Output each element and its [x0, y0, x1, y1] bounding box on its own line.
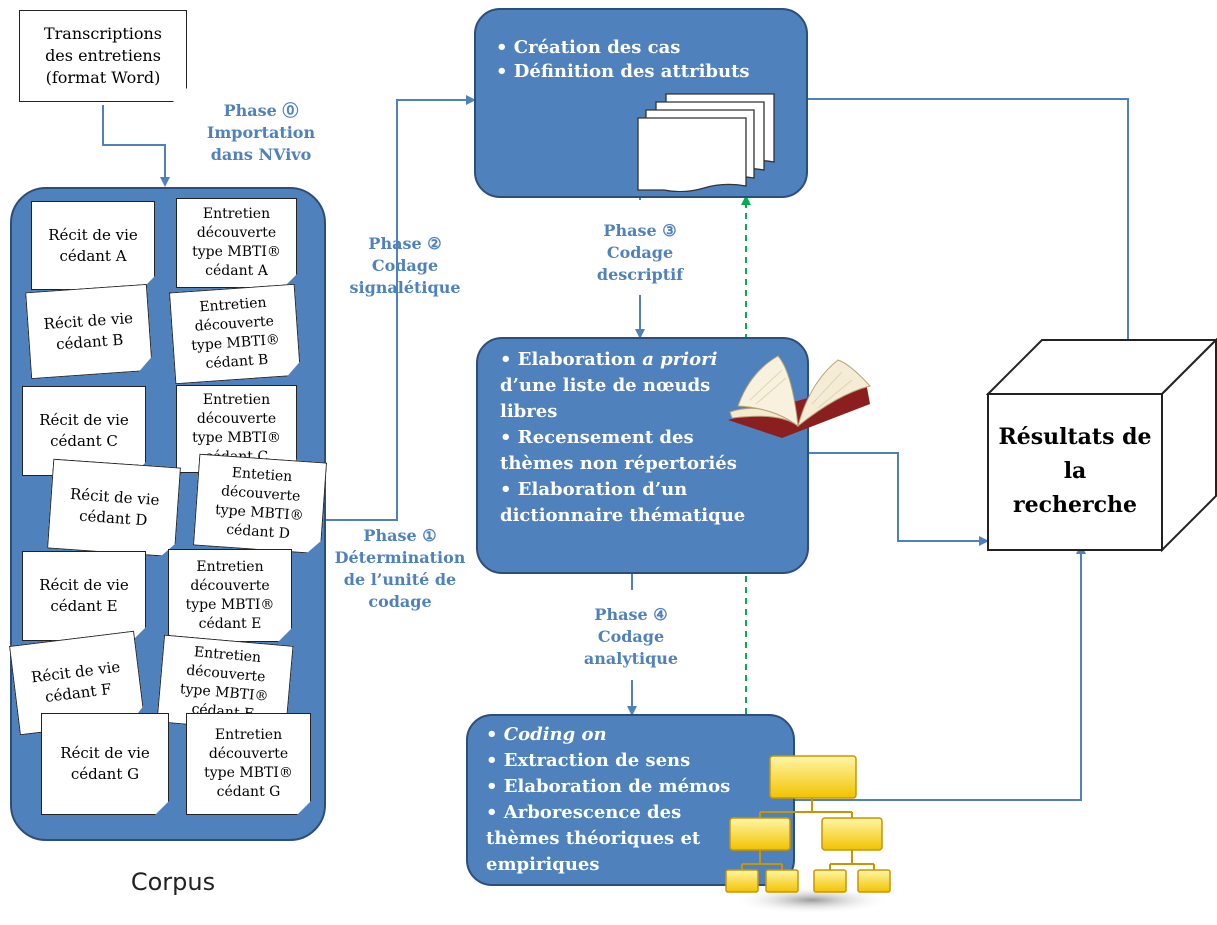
box-line: • Elaboration de mémos [486, 776, 731, 797]
card-line: Récit de vie [60, 744, 150, 762]
card-line: Récit de vie [39, 576, 129, 594]
phase-1-label: Phase ① Détermination de l’unité de coda… [330, 525, 470, 613]
phase-title: Phase ③ [603, 221, 677, 240]
box-line: • Recensement des [500, 427, 694, 448]
results-line: recherche [1013, 492, 1137, 518]
card-line: découverte [208, 746, 289, 762]
card-line: cédant G [216, 784, 281, 800]
box-line: • Création des cas [496, 37, 681, 58]
phase-line: Codage [597, 627, 665, 646]
card-line: cédant A [205, 263, 268, 279]
phase-line: Codage [371, 256, 439, 275]
card-line: Récit de vie [39, 411, 129, 429]
card-line: Entretien [202, 206, 271, 222]
results-label: Résultats de la recherche [990, 420, 1160, 522]
arrow-corpus-to-cases [325, 95, 476, 521]
phase-title: Phase ② [368, 234, 442, 253]
box-line: libres [500, 401, 558, 422]
phase-0-label: Phase ⓪ Importation dans NVivo [196, 100, 326, 166]
card-line: Entretien [214, 727, 283, 743]
phase-4-label: Phase ④ Codage analytique [566, 604, 696, 670]
card-line: découverte [196, 411, 277, 427]
box-line: empiriques [486, 854, 600, 875]
corpus-label: Corpus [130, 868, 216, 896]
phase-title: Phase ① [363, 526, 437, 545]
phase-title: Phase ④ [594, 605, 668, 624]
transcriptions-document: Transcriptions des entretiens (format Wo… [19, 10, 187, 102]
box-line: • Définition des attributs [496, 61, 750, 82]
recit-card-g: Récit de vie cédant G [41, 713, 169, 815]
card-line: type MBTI® [192, 430, 281, 446]
transcriptions-line: Transcriptions [43, 24, 163, 43]
card-line: cédant E [50, 597, 118, 615]
card-line: découverte [196, 225, 277, 241]
phase-title: Phase ⓪ [223, 101, 299, 120]
box-line-italic: a priori [642, 349, 718, 370]
arrow-import [102, 105, 170, 187]
phase-line: dans NVivo [210, 145, 312, 164]
phase-line: codage [368, 592, 432, 611]
phase-line: descriptif [596, 265, 684, 284]
box-line: • Extraction de sens [486, 750, 691, 771]
card-line: Entretien [202, 392, 271, 408]
card-line: Entretien [196, 558, 264, 575]
results-line: Résultats de [998, 424, 1152, 450]
phase-line: de l’unité de [343, 570, 457, 589]
phase-3-label: Phase ③ Codage descriptif [580, 220, 700, 286]
phase-line: signalétique [349, 278, 461, 297]
transcriptions-line: (format Word) [45, 68, 161, 87]
box-line: • Arborescence des [486, 802, 682, 823]
phase-line: Détermination [334, 548, 466, 567]
pages-stack-icon [637, 93, 775, 192]
box-line-part: • [486, 724, 504, 745]
box-line: • Elaboration a priori [500, 347, 807, 373]
card-line: type MBTI® [185, 596, 275, 613]
results-cube [986, 338, 1217, 553]
recit-card-e: Récit de vie cédant E [22, 551, 146, 641]
card-line: cédant A [59, 246, 127, 265]
box-line: • Elaboration d’un [500, 479, 688, 500]
phase-line: Importation [206, 123, 316, 142]
phase-line: analytique [583, 649, 679, 668]
card-line: découverte [190, 577, 270, 594]
arrow-cases-to-results [808, 98, 1133, 350]
card-line: cédant C [50, 432, 118, 450]
folder-tree-icon [725, 755, 892, 914]
arrow-analytique-to-results [795, 544, 1086, 801]
entretien-card-e: Entretien découverte type MBTI® cédant E [168, 549, 292, 642]
card-line: type MBTI® [204, 765, 293, 781]
card-line: cédant E [198, 615, 262, 632]
card-line: Récit de vie [48, 225, 138, 244]
box-line: thèmes non répertoriés [500, 453, 737, 474]
card-line: type MBTI® [192, 244, 281, 260]
entretien-card-a: Entretien découverte type MBTI® cédant A [176, 198, 297, 288]
arrow-descriptif-to-results [808, 452, 989, 546]
analytic-coding-box: • Coding on • Extraction de sens • Elabo… [466, 714, 795, 886]
phase-line: Codage [606, 243, 674, 262]
entretien-card-g: Entretien découverte type MBTI® cédant G [186, 713, 311, 815]
descriptive-coding-box: • Elaboration a priori d’une liste de nœ… [476, 337, 809, 574]
box-line: • Coding on [486, 722, 793, 748]
results-line: la [1063, 458, 1087, 484]
book-icon [728, 355, 871, 438]
box-line: d’une liste de nœuds [500, 375, 711, 396]
recit-card-a: Récit de vie cédant A [31, 201, 155, 290]
box-line: thèmes théoriques et [486, 828, 701, 849]
transcriptions-line: des entretiens [45, 46, 161, 65]
box-line: dictionnaire thématique [500, 505, 746, 526]
phase-2-label: Phase ② Codage signalétique [340, 233, 470, 299]
card-line: cédant G [70, 765, 140, 783]
box-line-part: • Elaboration [500, 349, 643, 370]
box-line-italic: Coding on [503, 724, 607, 745]
recit-card-c: Récit de vie cédant C [22, 386, 146, 476]
